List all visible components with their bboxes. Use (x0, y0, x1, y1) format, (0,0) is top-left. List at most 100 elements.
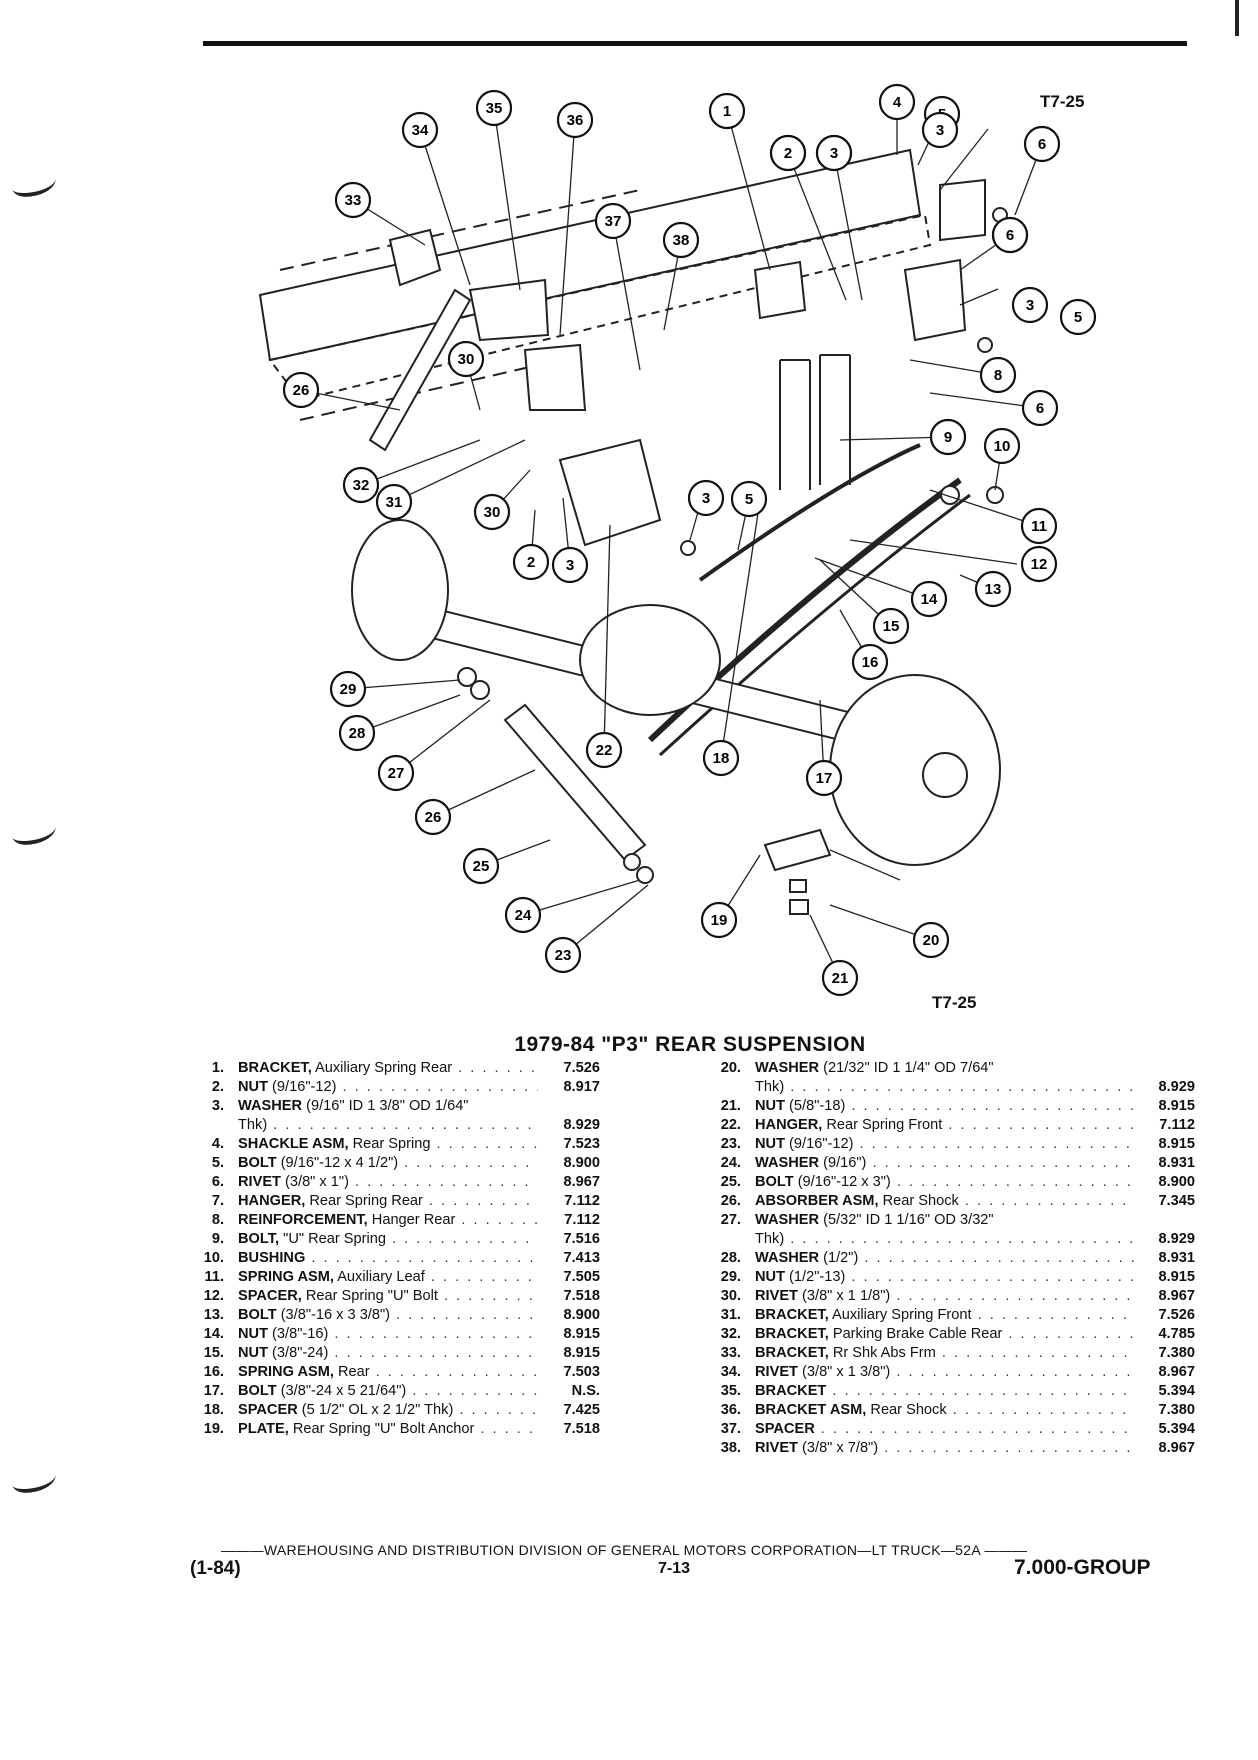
part-group-code: N.S. (571, 1383, 600, 1399)
part-group-code: 5.394 (1158, 1383, 1195, 1399)
part-group-code: 8.929 (563, 1117, 600, 1133)
callout-label: 32 (353, 477, 370, 494)
part-group-code: 8.915 (1158, 1098, 1195, 1114)
parts-list-row: 25.BOLT (9/16"-12 x 3") . . . . . . . . … (707, 1173, 1195, 1192)
part-detail: (1/2") (819, 1250, 859, 1266)
part-number: 5. (211, 1155, 224, 1171)
parts-list-row: Thk) . . . . . . . . . . . . . . . . . .… (190, 1116, 600, 1135)
part-name: BRACKET, (238, 1060, 312, 1076)
part-number: 23. (720, 1136, 741, 1152)
part-name: SPACER (755, 1421, 815, 1437)
callout-33: 33 (334, 181, 372, 219)
callout-label: 37 (605, 213, 622, 230)
leader-dots: . . . . . . . . . . . . . . . . . . . . … (820, 1421, 1135, 1437)
callout-circle (551, 546, 589, 584)
leader-dots: . . . . . . . . . . . . . . . . . . . . … (392, 1231, 538, 1247)
parts-list-row: 10.BUSHING . . . . . . . . . . . . . . .… (190, 1249, 600, 1268)
callout-37: 37 (594, 202, 632, 240)
callout-label: 24 (515, 907, 532, 924)
part-description: REINFORCEMENT, Hanger Rear . . . . . . .… (238, 1211, 538, 1230)
callout-28: 28 (338, 714, 376, 752)
parts-list-row: 9. BOLT, "U" Rear Spring . . . . . . . . … (190, 1230, 600, 1249)
leader-dots: . . . . . . . . . . . . . . . . . . . . … (375, 1364, 538, 1380)
leader-dots: . . . . . . . . . . . . . . . . . . . . … (480, 1421, 538, 1437)
part-detail: Thk) (755, 1231, 785, 1247)
part-detail: Thk) (755, 1079, 785, 1095)
callout-6: 6 (1021, 389, 1059, 427)
part-description: SPRING ASM, Rear . . . . . . . . . . . .… (238, 1363, 538, 1382)
callout-circle (991, 216, 1029, 254)
parts-list-row: 12.SPACER, Rear Spring "U" Bolt . . . . … (190, 1287, 600, 1306)
callout-16: 16 (851, 643, 889, 681)
part-number: 31. (720, 1307, 741, 1323)
footer-division-text: WAREHOUSING AND DISTRIBUTION DIVISION OF… (263, 1542, 981, 1558)
parts-list-row: 32.BRACKET, Parking Brake Cable Rear . .… (707, 1325, 1195, 1344)
leader-dots: . . . . . . . . . . . . . . . . . . . . … (784, 1079, 1135, 1095)
part-detail: (3/8" x 7/8") (797, 1440, 879, 1456)
frame-rail (258, 148, 922, 362)
callout-21: 21 (821, 959, 859, 997)
part-name: SPRING ASM, (238, 1364, 334, 1380)
parts-list-row: 20.WASHER (21/32" ID 1 1/4" OD 7/64" (707, 1059, 1195, 1078)
callout-circle (730, 480, 768, 518)
part-number: 21. (720, 1098, 741, 1114)
callout-circle (401, 111, 439, 149)
callout-circle (475, 89, 513, 127)
callout-24: 24 (504, 896, 542, 934)
part-name: NUT (755, 1136, 785, 1152)
callout-label: 2 (784, 145, 792, 162)
part-detail: (3/8"-16) (268, 1326, 329, 1342)
leader-dots: . . . . . . . . . . . . . . . . . . . . … (1008, 1326, 1135, 1342)
exploded-suspension-diagram: 1234567891011121314151617181920212223242… (258, 83, 1097, 997)
leader-dots: . . . . . . . . . . . . . . . . . . . . … (859, 1136, 1136, 1152)
callout-circle (1021, 389, 1059, 427)
part-number: 2. (211, 1079, 224, 1095)
callout-circle (1059, 298, 1097, 336)
callout-circle (974, 570, 1012, 608)
part-number: 13. (203, 1307, 224, 1323)
callout-14: 14 (910, 580, 948, 618)
part-description: BOLT, "U" Rear Spring . . . . . . . . . … (238, 1230, 538, 1249)
callout-label: 26 (293, 382, 310, 399)
shock-bracket (388, 228, 442, 287)
part-number: 26. (720, 1193, 741, 1209)
part-detail: (5/8"-18) (785, 1098, 846, 1114)
part-description: NUT (1/2"-13) . . . . . . . . . . . . . … (755, 1268, 1135, 1287)
callout-label: 20 (923, 932, 940, 949)
hanger-front (558, 438, 662, 547)
callout-layer: 1234567891011121314151617181920212223242… (282, 83, 1097, 997)
part-name: BRACKET, (755, 1307, 829, 1323)
callout-19: 19 (700, 901, 738, 939)
bracket-1 (753, 260, 807, 320)
leader-dots: . . . . . . . . . . . . . . . . . . . . … (436, 1136, 538, 1152)
part-number: 24. (720, 1155, 741, 1171)
part-group-code: 8.967 (1158, 1440, 1195, 1456)
page-edge-line (1235, 0, 1239, 36)
part-group-code: 8.900 (563, 1155, 600, 1171)
part-description: PLATE, Rear Spring "U" Bolt Anchor . . .… (238, 1420, 538, 1439)
callout-circle (983, 427, 1021, 465)
callout-label: 34 (412, 122, 429, 139)
parts-list-row: 2.NUT (9/16"-12) . . . . . . . . . . . .… (190, 1078, 600, 1097)
part-name: PLATE, (238, 1421, 289, 1437)
leader-dots: . . . . . . . . . . . . . . . . . . . . … (851, 1098, 1135, 1114)
part-description: BRACKET, Rr Shk Abs Frm . . . . . . . . … (755, 1344, 1135, 1363)
part-number: 9. (211, 1231, 224, 1247)
callout-22: 22 (585, 731, 623, 769)
part-group-code: 7.505 (563, 1269, 600, 1285)
part-number: 32. (720, 1326, 741, 1342)
part-name: BOLT (238, 1383, 277, 1399)
parts-list-row: 7.HANGER, Rear Spring Rear . . . . . . .… (190, 1192, 600, 1211)
leader-dots: . . . . . . . . . . . . . . . . . . . . … (896, 1288, 1135, 1304)
part-description: RIVET (3/8" x 7/8") . . . . . . . . . . … (755, 1439, 1135, 1458)
part-description: BRACKET, Auxiliary Spring Front . . . . … (755, 1306, 1135, 1325)
u-bolt (819, 354, 851, 485)
leader-dots: . . . . . . . . . . . . . . . . . . . . … (273, 1117, 538, 1133)
callout-label: 15 (883, 618, 900, 635)
callout-label: 27 (388, 765, 405, 782)
callout-label: 18 (713, 750, 730, 767)
part-name: BOLT (755, 1174, 794, 1190)
part-description: BRACKET ASM, Rear Shock . . . . . . . . … (755, 1401, 1135, 1420)
footer-date: (1-84) (190, 1558, 241, 1579)
parts-list-row: 34.RIVET (3/8" x 1 3/8") . . . . . . . .… (707, 1363, 1195, 1382)
